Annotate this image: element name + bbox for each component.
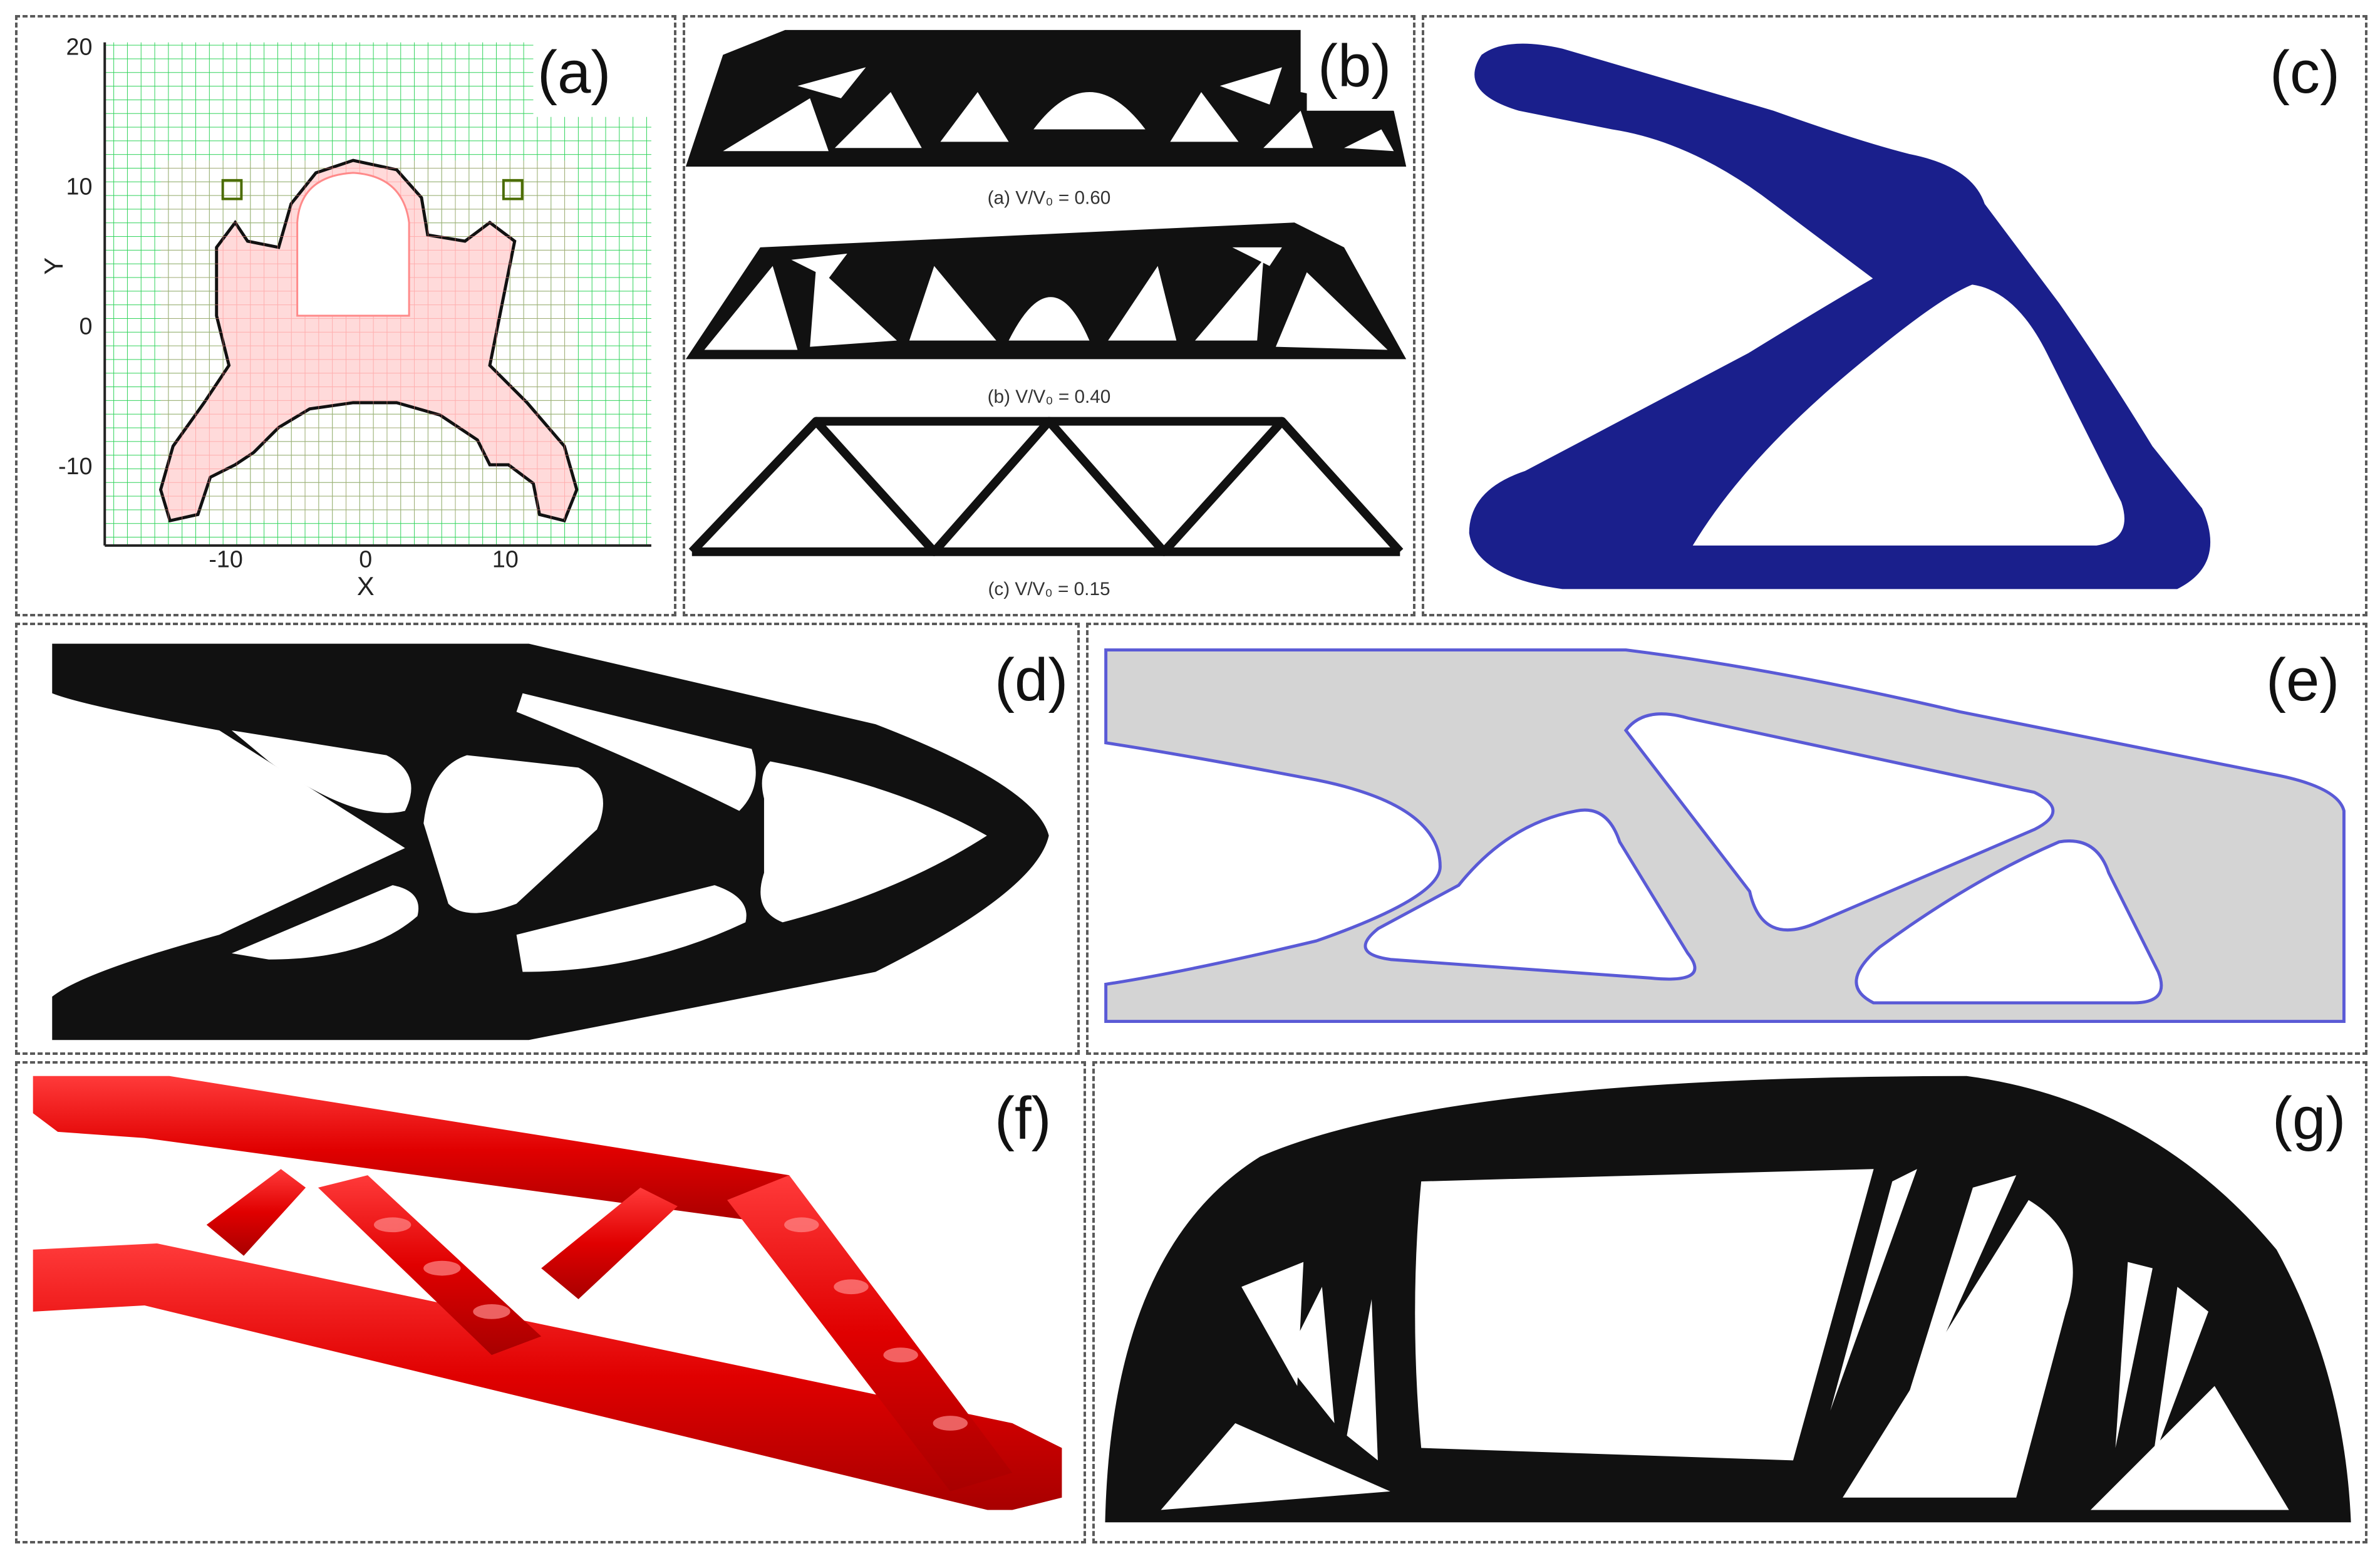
panel-d-structure — [52, 643, 1049, 1040]
panel-b-structures: (a) V/V₀ = 0.60 (b) V/V₀ = 0.40 (c) V/V₀… — [685, 23, 1407, 599]
red-truss — [33, 1076, 1062, 1510]
x-tick: 0 — [359, 546, 372, 573]
panel-d: (d) — [15, 623, 1080, 1055]
panel-g: (g) — [1092, 1061, 2367, 1543]
corner-marker — [502, 179, 524, 200]
panel-c-structure — [1469, 43, 2211, 589]
y-tick: 0 — [79, 313, 92, 340]
panel-b: (a) V/V₀ = 0.60 (b) V/V₀ = 0.40 (c) V/V₀… — [683, 15, 1415, 616]
panel-e-label: (e) — [2266, 646, 2340, 713]
panel-f-label: (f) — [995, 1085, 1052, 1152]
x-tick: 10 — [492, 546, 519, 573]
cavity — [296, 172, 410, 317]
corner-marker — [221, 179, 243, 200]
caption-040: (b) V/V₀ = 0.40 — [988, 386, 1111, 407]
panel-g-label: (g) — [2272, 1085, 2346, 1152]
panel-e-structure — [1104, 648, 2346, 1024]
caption-060: (a) V/V₀ = 0.60 — [988, 187, 1111, 208]
panel-a-label: (a) — [537, 39, 611, 106]
y-tick: 10 — [66, 174, 92, 200]
y-tick: 20 — [66, 34, 92, 60]
panel-e: (e) — [1086, 623, 2367, 1055]
panel-b-label: (b) — [1318, 33, 1392, 100]
panel-c: (c) — [1422, 15, 2367, 616]
navy-shape-hole — [1692, 284, 2124, 546]
panel-d-label: (d) — [995, 646, 1068, 713]
panel-g-structure — [1105, 1076, 2351, 1523]
caption-015: (c) V/V₀ = 0.15 — [988, 579, 1110, 599]
panel-a: -10 0 10 20 10 0 -10 X Y (a) — [15, 15, 676, 616]
y-axis-label: Y — [39, 257, 68, 275]
panel-f: (f) — [15, 1061, 1086, 1543]
structure-015 — [688, 417, 1404, 556]
panel-a-plot: -10 0 10 20 10 0 -10 X Y — [39, 29, 658, 601]
x-tick: -10 — [209, 546, 242, 573]
y-tick: -10 — [58, 453, 92, 479]
panel-c-label: (c) — [2270, 39, 2340, 106]
x-axis-label: X — [357, 571, 375, 601]
panel-f-structure — [33, 1076, 1062, 1510]
